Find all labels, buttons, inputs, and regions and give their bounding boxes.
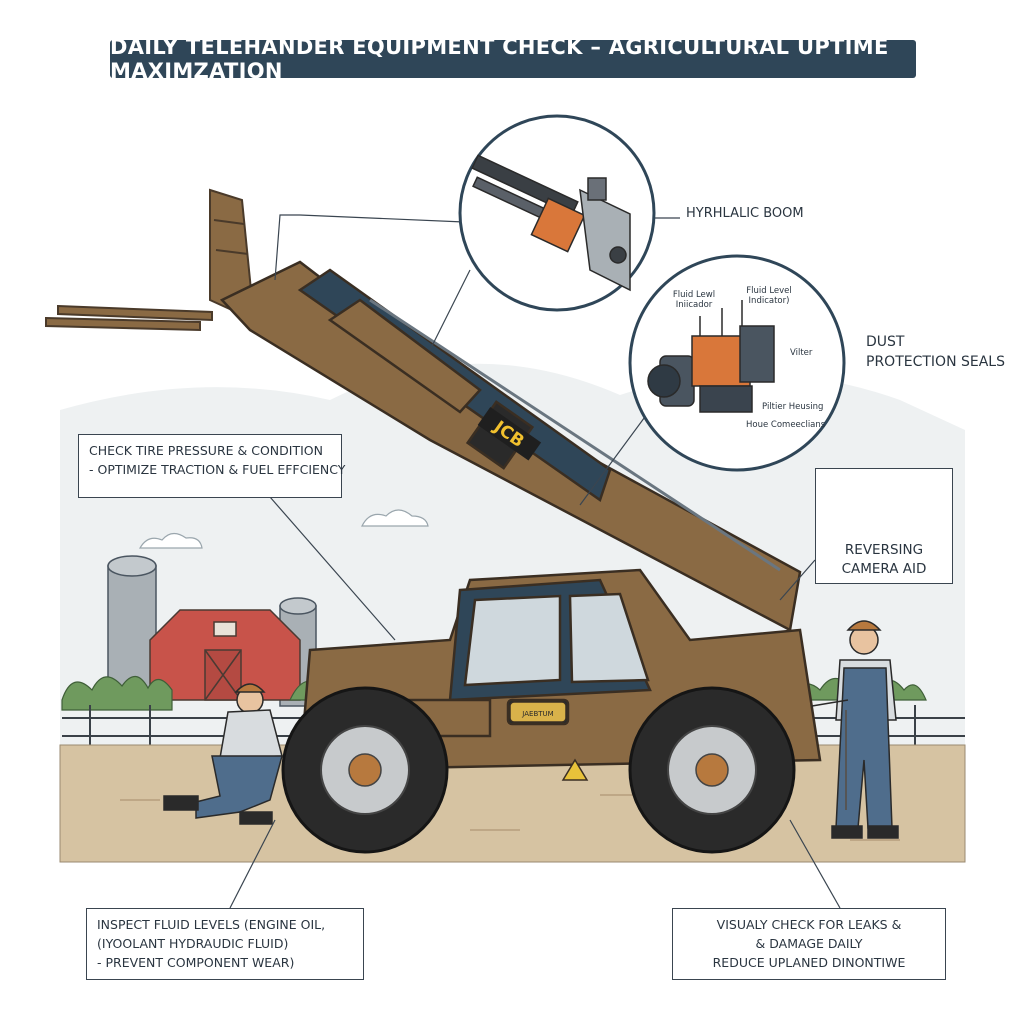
- callout-fluids-line-3: - PREVENT COMPONENT WEAR): [97, 955, 295, 970]
- callout-reversing-camera: REVERSING CAMERA AID: [815, 468, 953, 584]
- label-fluid-level-left-line-1: Fluid Lewl: [672, 290, 716, 300]
- callout-fluids-line-1: INSPECT FLUID LEVELS (ENGINE OIL,: [97, 917, 326, 932]
- jcb-decal: JCB: [477, 406, 542, 461]
- label-filter-housing: Piltier Heusing: [762, 402, 824, 412]
- warning-sign-icon: [561, 758, 589, 781]
- zoom-hydraulic-boom: [458, 114, 656, 312]
- leader-lines: [229, 214, 841, 909]
- callout-camera-line-2: CAMERA AID: [841, 561, 927, 577]
- label-fluid-level-left-line-2: Iniicador: [675, 300, 713, 310]
- label-fluid-level-right-line-2: Indicator): [748, 296, 790, 306]
- label-fluid-level-right: Fluid Level Indicator): [738, 286, 800, 306]
- label-hydraulic-boom: HYRHLALIC BOOM: [686, 206, 804, 221]
- door-badge-text: JAEBTUM: [521, 710, 553, 718]
- callout-tire-pressure: CHECK TIRE PRESSURE & CONDITION - OPTIMI…: [78, 434, 346, 498]
- label-dust-seals-line-1: DUST: [866, 334, 905, 350]
- label-fluid-level-right-line-1: Fluid Level: [746, 286, 792, 296]
- page-title: DAILY TELEHANDER EQUIPMENT CHECK – AGRIC…: [110, 35, 916, 83]
- worker-standing: [811, 620, 899, 839]
- rear-wheel: [628, 686, 796, 854]
- zoom-dust-seals: [628, 254, 846, 472]
- callout-leaks-line-1: VISUALY CHECK FOR LEAKS &: [716, 917, 902, 932]
- label-hose-connections: Houe Comeeclians: [746, 420, 826, 430]
- front-wheel: [281, 686, 449, 854]
- callout-tire-line-1: CHECK TIRE PRESSURE & CONDITION: [89, 443, 323, 458]
- label-dust-seals: DUST PROTECTION SEALS: [866, 332, 1005, 372]
- label-dust-seals-line-2: PROTECTION SEALS: [866, 354, 1005, 370]
- label-filter: Vilter: [790, 348, 813, 358]
- door-badge: [509, 701, 567, 723]
- callout-leaks-line-2: & DAMAGE DAILY: [755, 936, 863, 951]
- callout-leaks-line-3: REDUCE UPLANED DINONTIWE: [712, 955, 906, 970]
- callout-fluid-levels: INSPECT FLUID LEVELS (ENGINE OIL, (IYOOL…: [86, 908, 364, 980]
- callout-leaks-damage: VISUALY CHECK FOR LEAKS & & DAMAGE DAILY…: [672, 908, 946, 980]
- forks: [45, 188, 254, 332]
- label-fluid-level-left: Fluid Lewl Iniicador: [664, 290, 724, 310]
- worker-kneeling: [163, 683, 283, 825]
- barn: [149, 609, 301, 701]
- callout-tire-line-2: - OPTIMIZE TRACTION & FUEL EFFCIENCY: [89, 462, 346, 477]
- callout-fluids-line-2: (IYOOLANT HYDRAUDIC FLUID): [97, 936, 289, 951]
- callout-camera-line-1: REVERSING: [844, 542, 924, 558]
